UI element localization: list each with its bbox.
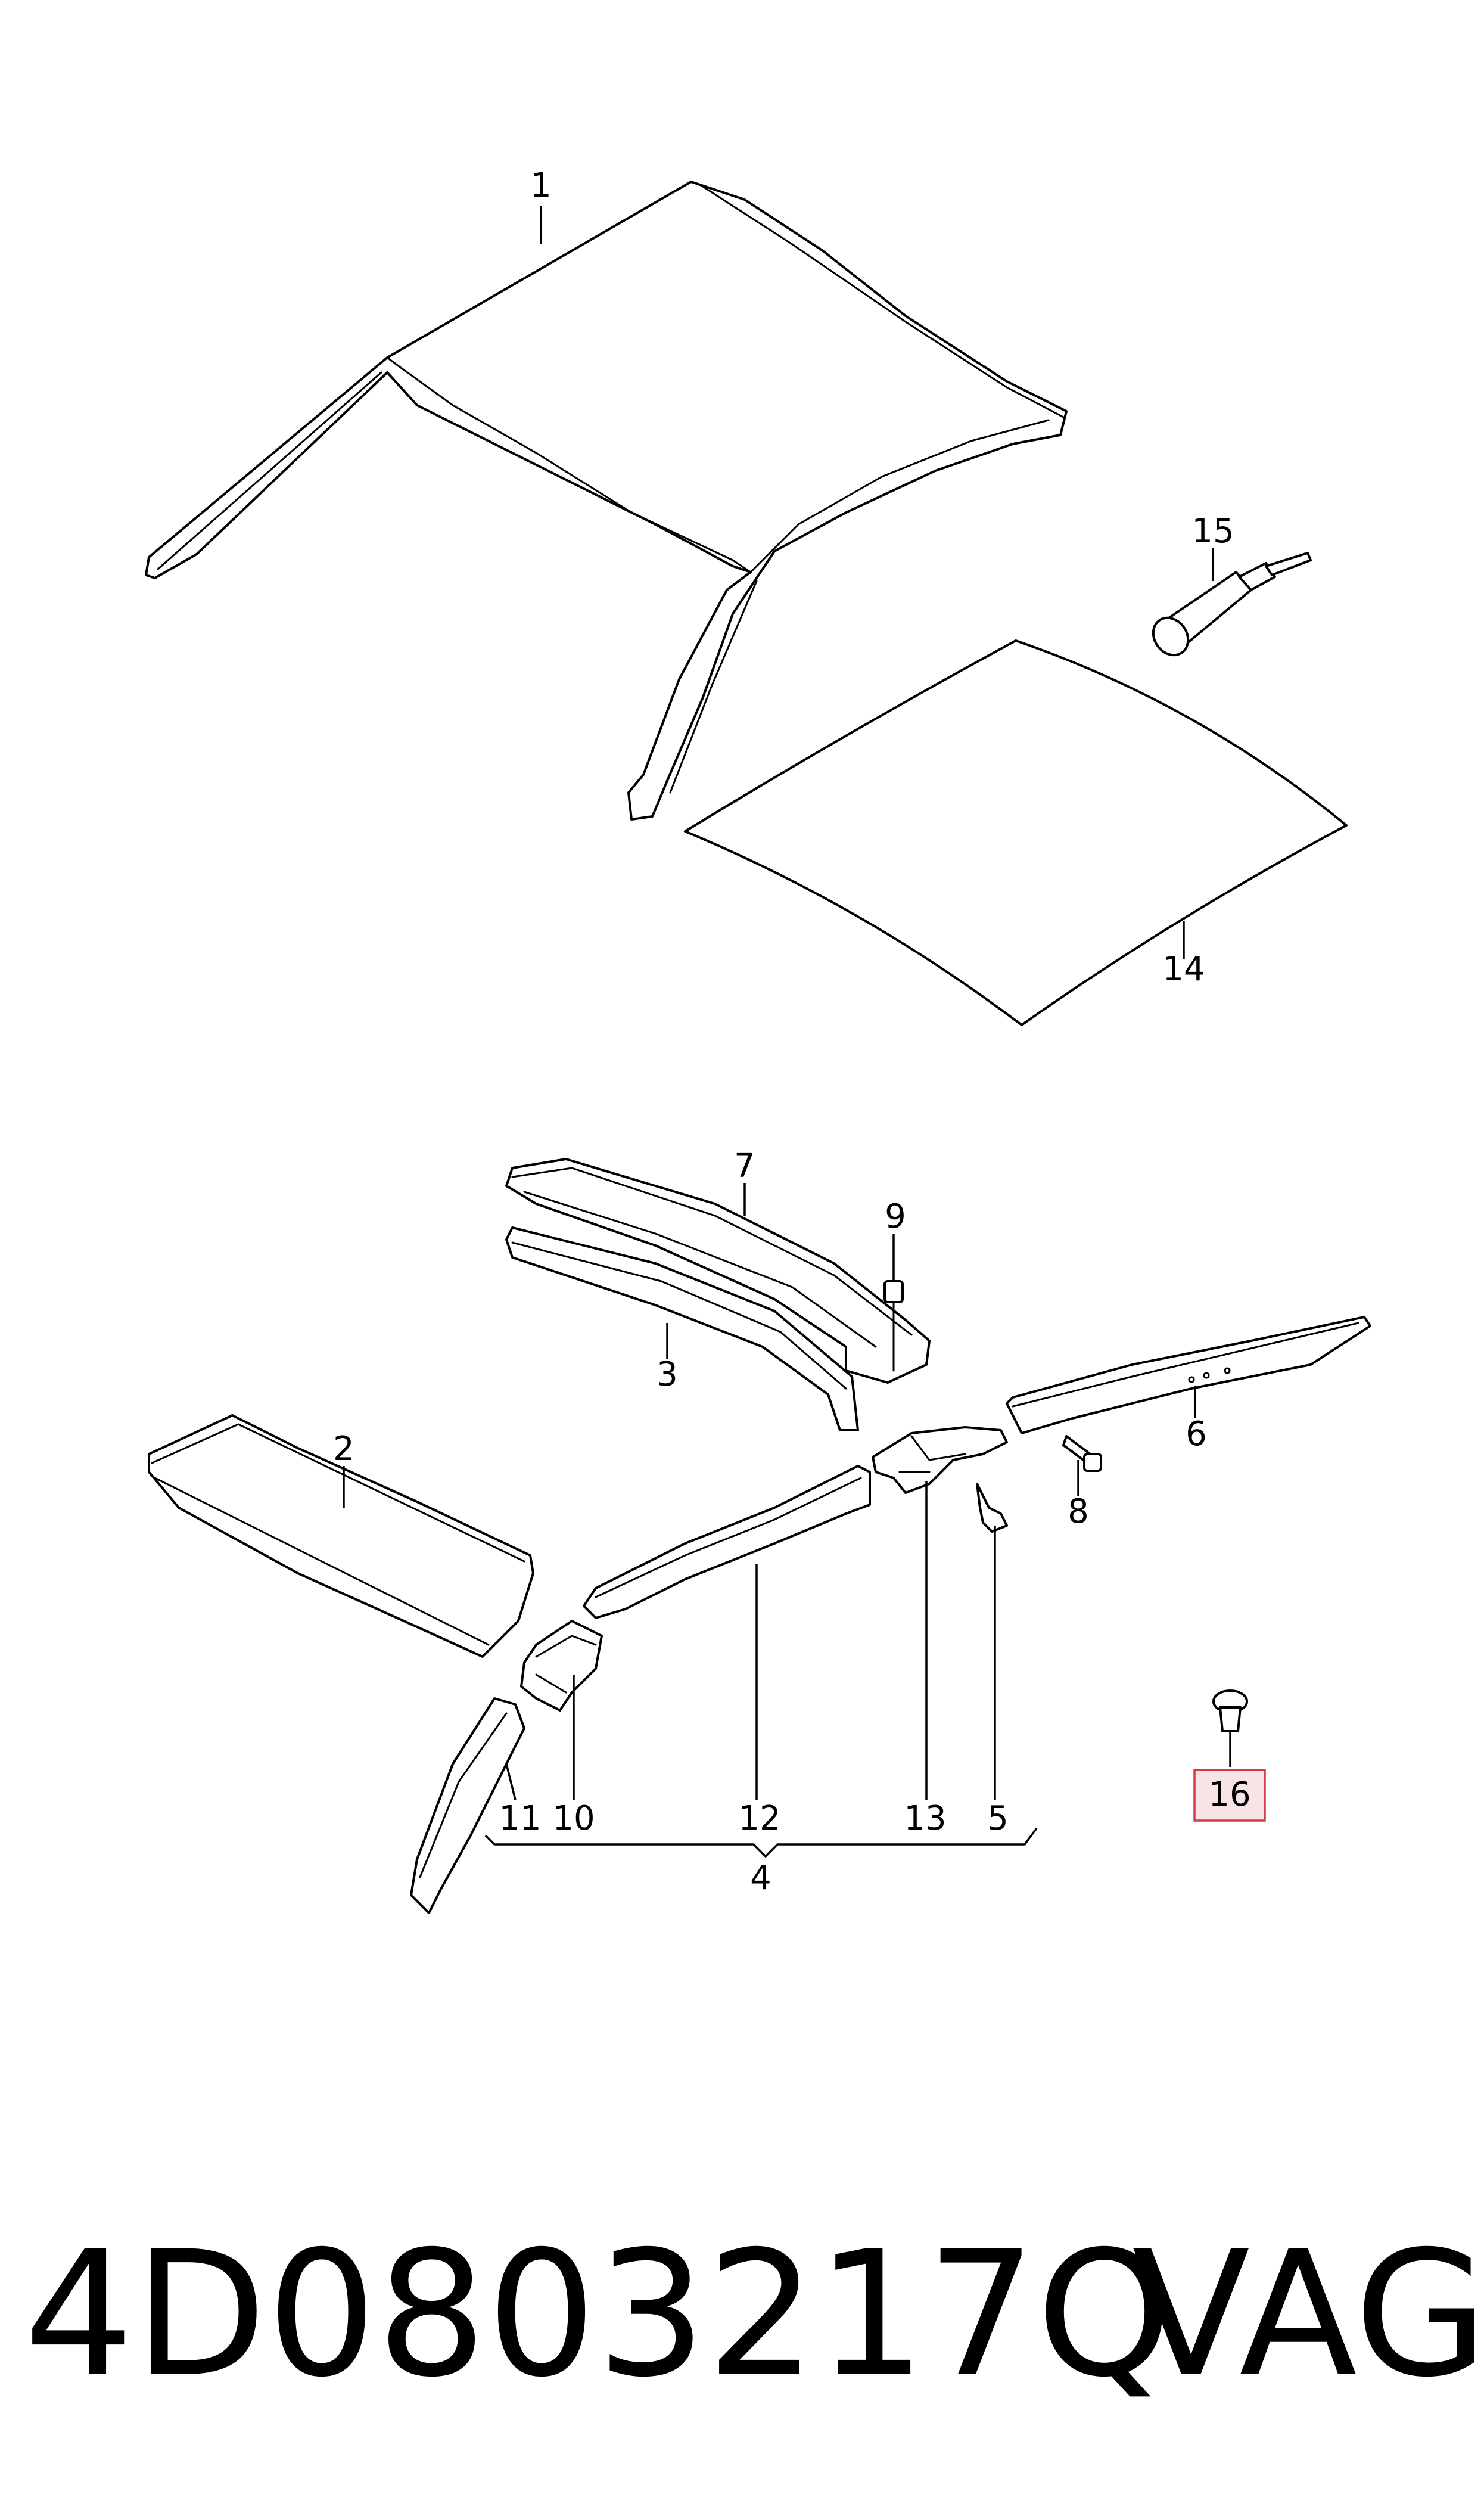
part-number-text: 4D0803217Q bbox=[24, 2214, 1172, 2415]
callout-15: 15 bbox=[1191, 512, 1234, 551]
callout-13: 13 bbox=[904, 1799, 946, 1838]
crossmember-part-3 bbox=[505, 1226, 859, 1431]
bracket-part-13 bbox=[872, 1426, 1008, 1494]
crossmember-part-7 bbox=[505, 1158, 931, 1384]
callout-12: 12 bbox=[738, 1799, 780, 1838]
brand-text: VAG bbox=[1132, 2214, 1484, 2415]
screw-part-8 bbox=[1062, 1435, 1102, 1472]
rail-part-2 bbox=[148, 1414, 534, 1658]
roof-panel-part-14 bbox=[684, 639, 1348, 1026]
leader-lines bbox=[343, 206, 1231, 1858]
callout-8: 8 bbox=[1068, 1492, 1089, 1531]
callout-6: 6 bbox=[1186, 1415, 1207, 1453]
adhesive-tube-part-15 bbox=[1152, 552, 1312, 657]
pillar-part-11 bbox=[410, 1697, 525, 1914]
callout-1: 1 bbox=[530, 166, 552, 205]
callout-9: 9 bbox=[885, 1197, 906, 1236]
screw-part-5 bbox=[976, 1483, 1008, 1533]
callout-3: 3 bbox=[657, 1355, 678, 1394]
callout-7: 7 bbox=[734, 1147, 755, 1185]
callout-2: 2 bbox=[333, 1430, 354, 1468]
side-member-part-6 bbox=[1006, 1316, 1371, 1434]
rail-part-12 bbox=[583, 1465, 871, 1619]
callout-16: 16 bbox=[1208, 1775, 1250, 1814]
clip-plug-part-16 bbox=[1212, 1689, 1248, 1732]
roof-frame-part-1 bbox=[145, 181, 1068, 821]
junction-block-part-10 bbox=[520, 1620, 603, 1712]
callout-5: 5 bbox=[987, 1799, 1009, 1838]
callout-14: 14 bbox=[1162, 950, 1205, 989]
callout-11: 11 bbox=[499, 1799, 541, 1838]
callout-4: 4 bbox=[750, 1859, 771, 1897]
callout-10: 10 bbox=[552, 1799, 595, 1838]
highlight-box-part-16 bbox=[1193, 1769, 1266, 1822]
